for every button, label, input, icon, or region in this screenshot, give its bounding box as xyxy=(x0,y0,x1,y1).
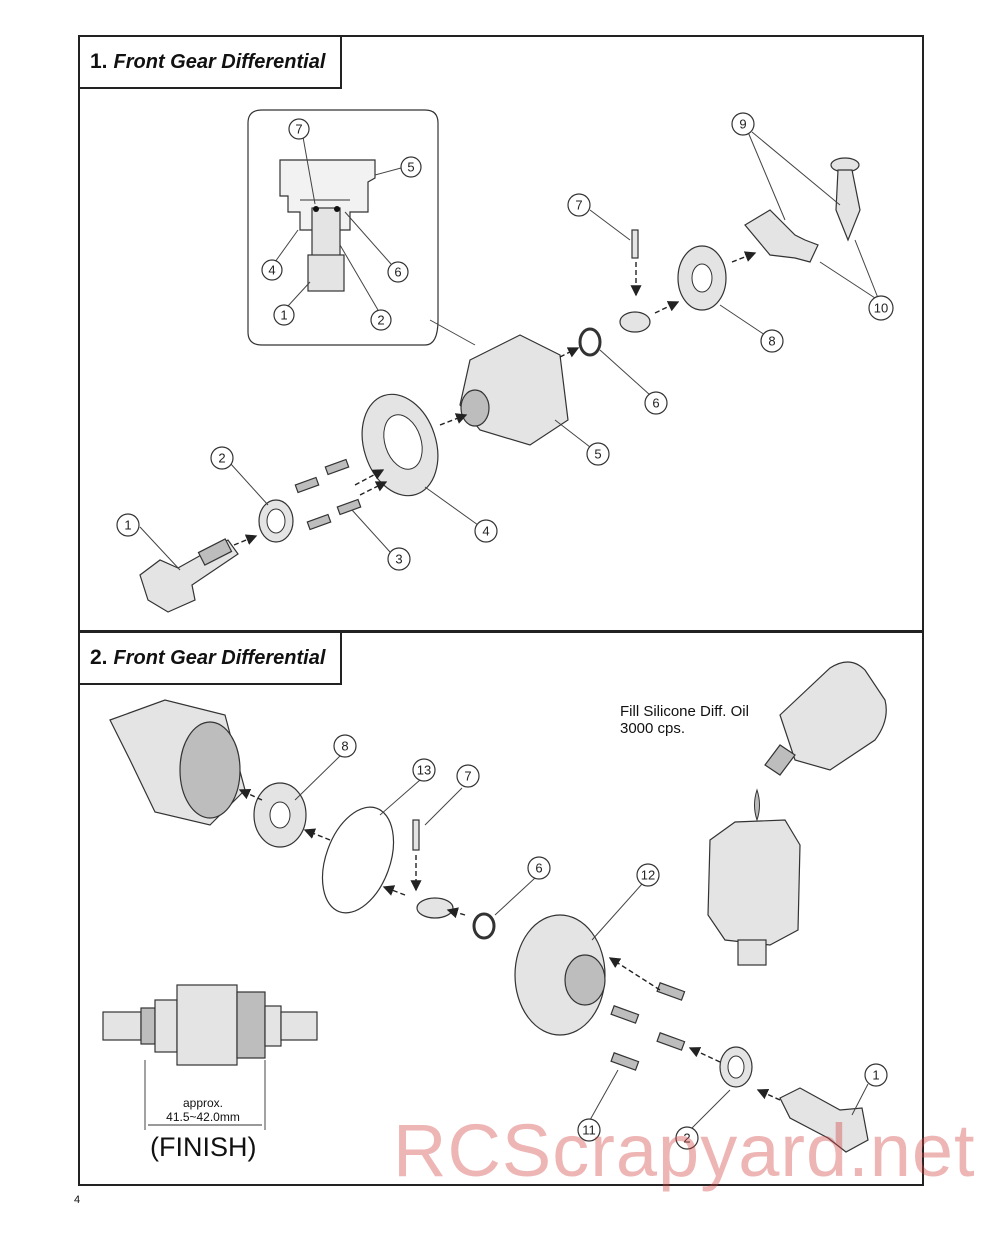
part-outdrive-cup xyxy=(139,538,239,613)
callout-1: 1 xyxy=(124,518,131,533)
callout-4: 4 xyxy=(482,524,489,539)
section-1-number: 1. xyxy=(90,50,108,73)
callout-s2-1: 1 xyxy=(872,1068,879,1083)
section-1-title: Front Gear Differential xyxy=(113,50,326,73)
callout-s2-7: 7 xyxy=(464,769,471,784)
callout-8: 8 xyxy=(768,334,775,349)
callout-5: 5 xyxy=(594,447,601,462)
finish-dimension-value: 41.5~42.0mm xyxy=(166,1110,240,1124)
callout-6: 6 xyxy=(652,396,659,411)
part-outdrive-cup-2 xyxy=(779,1087,869,1153)
callout-12: 12 xyxy=(641,868,655,883)
fill-oil-note-line-1: Fill Silicone Diff. Oil xyxy=(620,703,749,720)
part-diff-case xyxy=(459,334,569,446)
page-number: 4 xyxy=(74,1194,81,1206)
inset-callout-4: 4 xyxy=(268,263,275,278)
part-diff-case-assembly xyxy=(109,699,246,826)
callout-11: 11 xyxy=(582,1123,596,1138)
inset-callout-6: 6 xyxy=(394,265,401,280)
callout-s2-2: 2 xyxy=(683,1131,690,1146)
callout-s2-8: 8 xyxy=(341,739,348,754)
inset-callout-1: 1 xyxy=(280,308,287,323)
part-oil-bottle xyxy=(754,661,887,822)
callout-13: 13 xyxy=(417,763,431,778)
callout-9: 9 xyxy=(739,117,746,132)
part-ring-gear-pulley xyxy=(361,393,439,497)
part-bearing xyxy=(258,499,294,543)
fill-oil-note-line-2: 3000 cps. xyxy=(620,720,686,737)
part-diff-filled-assembly xyxy=(707,819,801,966)
callout-10: 10 xyxy=(874,301,888,316)
part-gasket xyxy=(321,806,395,914)
inset-callout-5: 5 xyxy=(407,160,414,175)
part-screws xyxy=(294,458,362,531)
fill-oil-note: Fill Silicone Diff. Oil 3000 cps. xyxy=(620,703,749,737)
part-diff-gear xyxy=(677,245,727,311)
part-diff-cover xyxy=(514,914,606,1036)
callouts-section-1: 1 2 3 4 5 6 7 8 9 10 xyxy=(116,112,894,571)
callout-2: 2 xyxy=(218,451,225,466)
inset-cross-section xyxy=(247,109,476,346)
section-2-header: 2. Front Gear Differential xyxy=(80,633,342,685)
part-pin-and-shaft xyxy=(619,229,651,333)
part-diff-gear-2 xyxy=(253,782,307,848)
part-screws-2 xyxy=(610,982,686,1071)
finish-approx-label: approx. xyxy=(182,1096,224,1110)
finish-label: (FINISH) xyxy=(150,1132,257,1162)
inset-callout-2: 2 xyxy=(377,313,384,328)
finish-dimension: approx. 41.5~42.0mm xyxy=(148,1096,258,1124)
part-pin-and-shaft-2 xyxy=(412,819,454,919)
part-bevel-gears xyxy=(744,157,861,263)
callouts-section-2: 8 13 7 6 12 1 2 11 xyxy=(294,734,888,1150)
section-1-panel: 1. Front Gear Differential xyxy=(78,35,924,632)
watermark: RCScrapyard.net xyxy=(393,1109,976,1192)
part-finished-diff-side-view xyxy=(102,984,318,1130)
section-2-title: Front Gear Differential xyxy=(113,646,326,669)
section-1-header: 1. Front Gear Differential xyxy=(80,37,342,89)
part-bearing-2 xyxy=(719,1046,753,1088)
section-2-number: 2. xyxy=(90,646,108,669)
callout-3: 3 xyxy=(395,552,402,567)
callouts-inset: 7 5 6 4 2 1 xyxy=(261,118,422,331)
callout-s2-6: 6 xyxy=(535,861,542,876)
part-o-ring xyxy=(578,327,602,357)
inset-callout-7: 7 xyxy=(295,122,302,137)
callout-7: 7 xyxy=(575,198,582,213)
part-o-ring-2 xyxy=(472,912,496,940)
